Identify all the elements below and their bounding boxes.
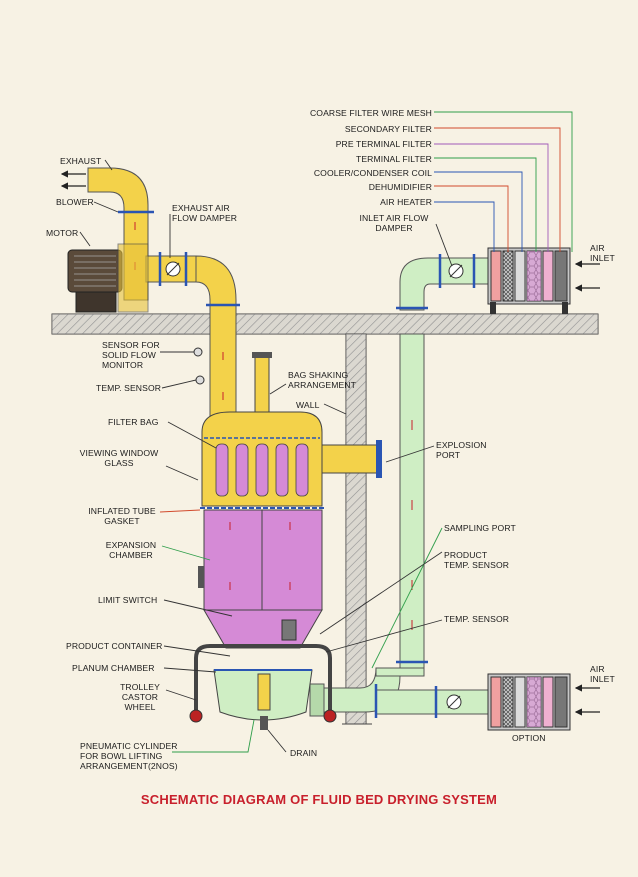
label-inflated-tube: INFLATED TUBE GASKET [88,506,156,526]
label-inlet-damper: INLET AIR FLOW DAMPER [359,213,429,233]
label-air-inlet-bottom: AIR INLET [590,664,615,684]
product-container [203,609,323,649]
label-air-inlet-top: AIR INLET [590,243,615,263]
air-inlet-top-arrows [574,260,600,292]
label-pneumatic-cylinder: PNEUMATIC CYLINDER FOR BOWL LIFTING ARRA… [80,741,178,771]
inlet-duct [309,257,489,717]
diagram-title: SCHEMATIC DIAGRAM OF FLUID BED DRYING SY… [140,792,498,807]
sensor-probes [193,347,205,385]
explosion-port [321,440,382,478]
label-cooler-coil: COOLER/CONDENSER COIL [313,168,432,178]
label-coarse-filter: COARSE FILTER WIRE MESH [310,108,432,118]
label-bag-shaking: BAG SHAKING ARRANGEMENT [288,370,356,390]
label-exhaust: EXHAUST [60,156,102,166]
leader-lines [79,111,573,753]
label-limit-switch: LIMIT SWITCH [98,595,158,605]
label-planum-chamber: PLANUM CHAMBER [72,663,155,673]
label-motor: MOTOR [46,228,79,238]
exhaust-outlet-arrows [60,170,86,190]
label-pre-terminal-filter: PRE TERMINAL FILTER [335,139,432,149]
castor-wheels [189,709,337,723]
inlet-flanges [374,254,476,718]
label-trolley: TROLLEY CASTOR WHEEL [120,682,160,712]
label-explosion-port: EXPLOSION PORT [436,440,487,460]
label-temp-sensor-left: TEMP. SENSOR [96,383,162,393]
label-wall: WALL [296,400,320,410]
label-temp-sensor-right: TEMP. SENSOR [444,614,510,624]
exhaust-damper [165,261,181,277]
wall-column [342,333,372,725]
label-sensor-solid-flow: SENSOR FOR SOLID FLOW MONITOR [102,340,160,370]
filter-bags [215,443,309,497]
bag-shaking-shaft [252,352,272,413]
label-option: OPTION [512,733,546,743]
label-dehumidifier: DEHUMIDIFIER [368,182,432,192]
expansion-chamber [198,509,323,611]
planum-chamber [213,669,313,721]
label-terminal-filter: TERMINAL FILTER [356,154,432,164]
inlet-damper-top [448,263,464,279]
air-handling-unit-top [487,247,571,314]
motor [67,249,123,313]
label-viewing-window: VIEWING WINDOW GLASS [79,448,159,468]
label-drain: DRAIN [290,748,318,758]
label-product-temp-sensor: PRODUCT TEMP. SENSOR [444,550,510,570]
label-sampling-port: SAMPLING PORT [444,523,516,533]
label-air-heater: AIR HEATER [380,197,432,207]
chamber-arrows [229,522,291,590]
floor-slab [51,313,599,335]
label-exhaust-damper: EXHAUST AIR FLOW DAMPER [172,203,238,223]
label-filter-bag: FILTER BAG [108,417,159,427]
air-inlet-bottom-arrows [574,684,600,716]
label-expansion-chamber: EXPANSION CHAMBER [105,540,157,560]
inlet-damper-bottom [446,694,462,710]
exhaust-damper-flange [118,210,240,307]
air-handling-unit-bottom [487,673,571,731]
drain-valve [260,716,268,730]
label-blower: BLOWER [56,197,94,207]
trolley-frame [194,644,332,712]
label-secondary-filter: SECONDARY FILTER [344,124,432,134]
blower-housing [117,243,149,313]
label-product-container: PRODUCT CONTAINER [66,641,163,651]
